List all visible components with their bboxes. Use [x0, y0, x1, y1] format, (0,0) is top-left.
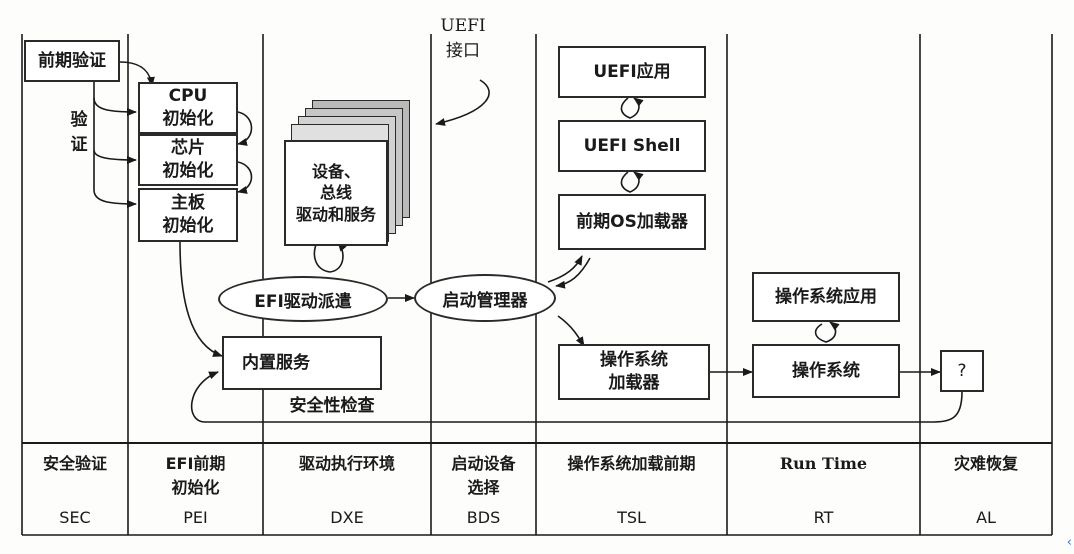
phase-name-sec: 安全验证 [42, 454, 107, 473]
phase-code-bds: BDS [466, 508, 501, 527]
phase-name-rt: Run Time [779, 454, 868, 473]
arrow-verify-to-cpu-2 [93, 82, 137, 116]
os-loader-box: 操作系统 加载器 [558, 344, 710, 400]
verify-label: 验 证 [70, 110, 88, 155]
phase-code-al: AL [976, 508, 996, 527]
early-os-loader-box: 前期OS加载器 [558, 194, 706, 250]
arrow-earlyos-to-bootmgr [555, 257, 591, 289]
phase-name-dxe: 驱动执行环境 [298, 454, 395, 473]
security-check-label: 安全性检查 [289, 396, 375, 416]
phase-code-dxe: DXE [330, 508, 364, 527]
os-app-box: 操作系统应用 [752, 272, 900, 322]
phase-code-rt: RT [813, 508, 834, 527]
cpu-init-box: CPU 初始化 [138, 82, 238, 134]
phase-name-bds: 启动设备 选择 [451, 454, 516, 497]
uefi-app-box: UEFI应用 [558, 46, 706, 98]
board-init-box: 主板 初始化 [138, 188, 238, 242]
phase-name-al: 灾难恢复 [953, 454, 1018, 473]
device-bus-drivers-box: 设备、 总线 驱动和服务 [284, 140, 388, 246]
loop-os-osapp [814, 321, 840, 343]
uefi-shell-box: UEFI Shell [558, 120, 706, 172]
phase-code-pei: PEI [183, 508, 208, 527]
early-verify-box: 前期验证 [24, 40, 120, 82]
unknown-box: ? [940, 350, 984, 392]
chip-init-box: 芯片 初始化 [138, 134, 238, 186]
arrow-bootmgr-to-osloader [557, 315, 585, 347]
uefi-interface-label: UEFI 接口 [440, 16, 486, 61]
loop-drivers-dispatch [313, 239, 347, 273]
builtin-services-box: 内置服务 [222, 336, 382, 390]
arrow-uefi-interface [435, 79, 490, 126]
os-box: 操作系统 [752, 344, 900, 398]
phase-code-sec: SEC [59, 508, 91, 527]
efi-driver-dispatch-ellipse: EFI驱动派遣 [218, 276, 388, 322]
arrow-board-to-builtin [179, 241, 223, 357]
phase-name-pei: EFI前期 初始化 [165, 454, 226, 497]
loop-app-shell [620, 97, 644, 119]
loop-cpu-chip [237, 111, 253, 146]
arrow-verify-to-board [93, 150, 137, 208]
loop-shell-earlyos [620, 171, 644, 193]
loop-chip-board [237, 161, 253, 194]
corner-chevron-icon: ‹ [1066, 535, 1072, 550]
security-loop [190, 371, 963, 423]
phase-code-tsl: TSL [617, 508, 646, 527]
arrow-bootmgr-to-earlyos [547, 255, 583, 283]
phase-name-tsl: 操作系统加载前期 [567, 454, 696, 473]
boot-manager-ellipse: 启动管理器 [414, 274, 556, 322]
